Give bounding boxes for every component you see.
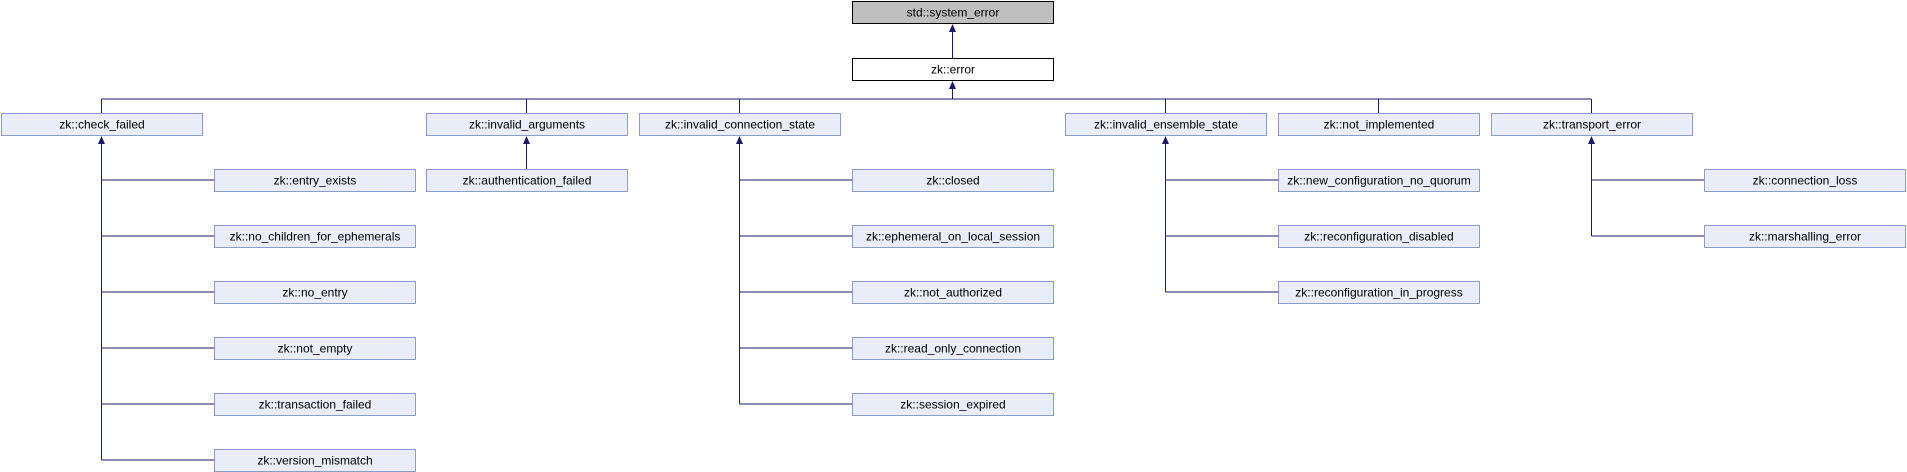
class-node-reconfiguration-disabled[interactable]: zk::reconfiguration_disabled <box>1278 225 1480 248</box>
class-label: zk::invalid_ensemble_state <box>1094 118 1238 132</box>
class-label: zk::transport_error <box>1543 118 1641 132</box>
class-label: zk::no_entry <box>282 286 347 300</box>
class-node-reconfiguration-in-progress[interactable]: zk::reconfiguration_in_progress <box>1278 281 1480 304</box>
class-box <box>1704 169 1906 192</box>
arrowhead <box>1588 136 1595 144</box>
class-node-ephemeral-on-local-session[interactable]: zk::ephemeral_on_local_session <box>852 225 1054 248</box>
class-node-not-authorized[interactable]: zk::not_authorized <box>852 281 1054 304</box>
class-node-closed[interactable]: zk::closed <box>852 169 1054 192</box>
class-box <box>214 337 416 360</box>
class-node-system-error: std::system_error <box>852 1 1054 24</box>
class-label: zk::invalid_connection_state <box>665 118 815 132</box>
class-node-new-configuration-no-quorum[interactable]: zk::new_configuration_no_quorum <box>1278 169 1480 192</box>
class-node-entry-exists[interactable]: zk::entry_exists <box>214 169 416 192</box>
class-box <box>1278 281 1480 304</box>
class-label: zk::marshalling_error <box>1749 230 1861 244</box>
class-node-no-entry[interactable]: zk::no_entry <box>214 281 416 304</box>
class-box <box>852 281 1054 304</box>
class-node-error: zk::error <box>852 58 1054 81</box>
class-label: zk::version_mismatch <box>257 454 372 468</box>
class-node-invalid-ensemble-state[interactable]: zk::invalid_ensemble_state <box>1065 113 1267 136</box>
edge-transport_error <box>1588 136 1704 237</box>
class-label: zk::error <box>931 63 975 77</box>
class-node-check-failed[interactable]: zk::check_failed <box>1 113 203 136</box>
class-label: zk::reconfiguration_in_progress <box>1295 286 1462 300</box>
class-label: zk::authentication_failed <box>463 174 592 188</box>
class-box <box>1 113 203 136</box>
class-box <box>852 337 1054 360</box>
class-node-authentication-failed[interactable]: zk::authentication_failed <box>426 169 628 192</box>
edge-invalid_connection_state <box>736 136 852 405</box>
class-node-no-children-for-ephemerals[interactable]: zk::no_children_for_ephemerals <box>214 225 416 248</box>
class-node-not-implemented[interactable]: zk::not_implemented <box>1278 113 1480 136</box>
arrowhead <box>949 81 956 89</box>
class-label: zk::read_only_connection <box>885 342 1021 356</box>
arrowhead <box>736 136 743 144</box>
class-label: zk::transaction_failed <box>259 398 372 412</box>
class-box <box>1278 169 1480 192</box>
edge-check_failed <box>98 136 214 461</box>
class-label: zk::not_authorized <box>904 286 1002 300</box>
class-label: zk::entry_exists <box>274 174 357 188</box>
class-box <box>1065 113 1267 136</box>
class-box <box>852 169 1054 192</box>
edge-invalid_ensemble_state <box>1162 136 1278 293</box>
class-node-version-mismatch[interactable]: zk::version_mismatch <box>214 449 416 472</box>
class-label: std::system_error <box>907 6 1000 20</box>
arrowhead <box>949 24 956 32</box>
class-box <box>214 281 416 304</box>
arrowhead <box>1162 136 1169 144</box>
class-box <box>852 393 1054 416</box>
class-label: zk::check_failed <box>59 118 144 132</box>
class-box <box>852 225 1054 248</box>
class-label: zk::reconfiguration_disabled <box>1304 230 1453 244</box>
class-box <box>214 169 416 192</box>
class-box <box>426 113 628 136</box>
class-label: zk::no_children_for_ephemerals <box>230 230 401 244</box>
class-node-marshalling-error[interactable]: zk::marshalling_error <box>1704 225 1906 248</box>
arrowhead <box>523 136 530 144</box>
class-box <box>1704 225 1906 248</box>
class-node-read-only-connection[interactable]: zk::read_only_connection <box>852 337 1054 360</box>
class-label: zk::closed <box>926 174 979 188</box>
class-box <box>426 169 628 192</box>
class-node-invalid-arguments[interactable]: zk::invalid_arguments <box>426 113 628 136</box>
class-box <box>1278 113 1480 136</box>
class-node-not-empty[interactable]: zk::not_empty <box>214 337 416 360</box>
arrowhead <box>98 136 105 144</box>
class-node-connection-loss[interactable]: zk::connection_loss <box>1704 169 1906 192</box>
class-label: zk::new_configuration_no_quorum <box>1287 174 1470 188</box>
class-box <box>639 113 841 136</box>
class-label: zk::session_expired <box>900 398 1005 412</box>
class-node-session-expired[interactable]: zk::session_expired <box>852 393 1054 416</box>
class-label: zk::invalid_arguments <box>469 118 585 132</box>
class-node-invalid-connection-state[interactable]: zk::invalid_connection_state <box>639 113 841 136</box>
class-box <box>1491 113 1693 136</box>
class-box <box>852 58 1054 81</box>
class-label: zk::connection_loss <box>1753 174 1858 188</box>
class-label: zk::not_empty <box>278 342 353 356</box>
edge-system_error <box>949 24 956 58</box>
edge-error <box>101 81 1592 113</box>
class-node-transaction-failed[interactable]: zk::transaction_failed <box>214 393 416 416</box>
class-label: zk::ephemeral_on_local_session <box>866 230 1040 244</box>
class-box <box>214 393 416 416</box>
class-box <box>1278 225 1480 248</box>
class-node-transport-error[interactable]: zk::transport_error <box>1491 113 1693 136</box>
edge-invalid_arguments <box>523 136 530 169</box>
edges-layer <box>98 24 1704 461</box>
class-label: zk::not_implemented <box>1324 118 1435 132</box>
class-box <box>852 1 1054 24</box>
class-box <box>214 225 416 248</box>
